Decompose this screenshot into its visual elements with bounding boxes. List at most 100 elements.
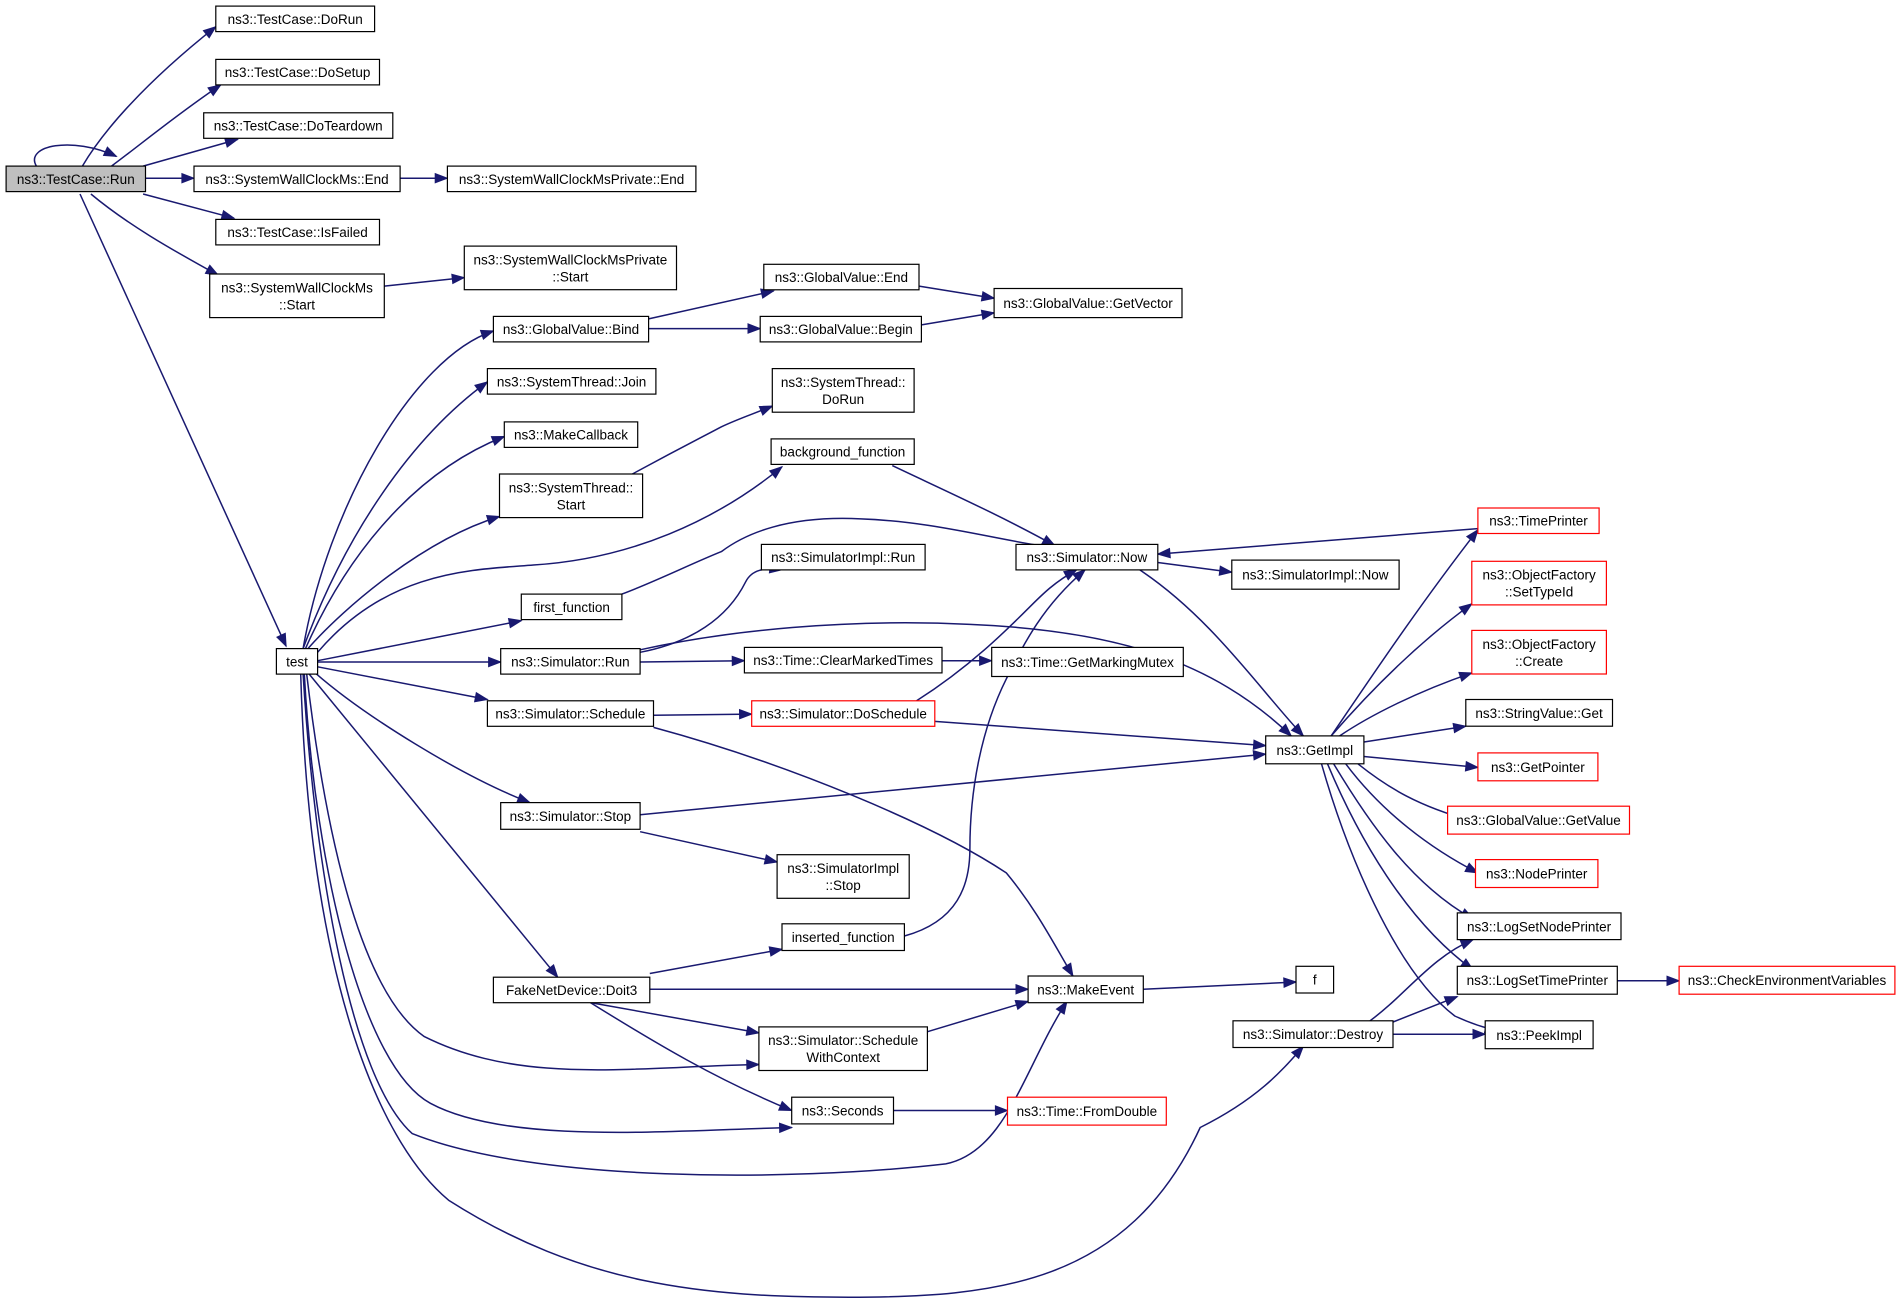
node-box[interactable]: [1484, 1020, 1594, 1050]
node-simimplnow[interactable]: ns3::SimulatorImpl::Now: [1231, 559, 1400, 590]
node-doteardown[interactable]: ns3::TestCase::DoTeardown: [203, 112, 394, 139]
node-peekimpl[interactable]: ns3::PeekImpl: [1484, 1020, 1594, 1050]
node-dosetup[interactable]: ns3::TestCase::DoSetup: [215, 58, 381, 86]
node-box[interactable]: [1027, 975, 1144, 1004]
node-ststart[interactable]: ns3::SystemThread::Start: [498, 473, 644, 519]
node-box[interactable]: [770, 438, 915, 465]
node-gvbind[interactable]: ns3::GlobalValue::Bind: [492, 315, 650, 343]
node-box[interactable]: [1465, 698, 1614, 727]
node-box[interactable]: [1471, 629, 1608, 675]
node-swcpstart[interactable]: ns3::SystemWallClockMsPrivate::Start: [463, 245, 678, 291]
node-box[interactable]: [1265, 735, 1365, 765]
node-box[interactable]: [743, 646, 943, 674]
node-ofcreate[interactable]: ns3::ObjectFactory::Create: [1471, 629, 1608, 675]
node-box[interactable]: [781, 923, 906, 952]
node-logsettime[interactable]: ns3::LogSetTimePrinter: [1456, 965, 1618, 995]
node-gvgetvector[interactable]: ns3::GlobalValue::GetVector: [993, 287, 1183, 319]
node-getmarkingmutex[interactable]: ns3::Time::GetMarkingMutex: [991, 646, 1184, 678]
node-box[interactable]: [463, 245, 678, 291]
node-getpointer[interactable]: ns3::GetPointer: [1477, 752, 1599, 782]
node-fromdouble[interactable]: ns3::Time::FromDouble: [1006, 1096, 1167, 1126]
node-box[interactable]: [763, 263, 920, 291]
node-box[interactable]: [791, 1096, 895, 1125]
node-test[interactable]: test: [275, 647, 319, 675]
node-box[interactable]: [498, 473, 644, 519]
node-box[interactable]: [1456, 912, 1622, 941]
node-box[interactable]: [776, 854, 910, 899]
node-doschedule[interactable]: ns3::Simulator::DoSchedule: [751, 700, 936, 727]
node-dorun[interactable]: ns3::TestCase::DoRun: [215, 5, 376, 33]
node-background[interactable]: background_function: [770, 438, 915, 465]
node-box[interactable]: [1474, 858, 1599, 889]
node-gvbegin[interactable]: ns3::GlobalValue::Begin: [759, 315, 923, 343]
node-box[interactable]: [1446, 805, 1631, 835]
node-box[interactable]: [1015, 543, 1159, 571]
node-simnow[interactable]: ns3::Simulator::Now: [1015, 543, 1159, 571]
node-simimplrun[interactable]: ns3::SimulatorImpl::Run: [760, 543, 926, 571]
node-box[interactable]: [446, 165, 697, 193]
node-nodeprinter[interactable]: ns3::NodePrinter: [1474, 858, 1599, 889]
node-logsetnode[interactable]: ns3::LogSetNodePrinter: [1456, 912, 1622, 941]
node-getimpl[interactable]: ns3::GetImpl: [1265, 735, 1365, 765]
node-box[interactable]: [1295, 965, 1335, 994]
node-box[interactable]: [486, 700, 655, 727]
node-box[interactable]: [209, 273, 385, 319]
node-swcend[interactable]: ns3::SystemWallClockMs::End: [193, 165, 401, 193]
node-box[interactable]: [492, 976, 651, 1004]
node-box[interactable]: [1477, 507, 1600, 535]
node-box[interactable]: [486, 368, 657, 395]
node-clearmarked[interactable]: ns3::Time::ClearMarkedTimes: [743, 646, 943, 674]
node-stdorun[interactable]: ns3::SystemThread::DoRun: [771, 368, 915, 413]
node-ofsettypeid[interactable]: ns3::ObjectFactory::SetTypeId: [1471, 560, 1608, 606]
node-first[interactable]: first_function: [520, 593, 623, 621]
node-box[interactable]: [760, 543, 926, 571]
node-f[interactable]: f: [1295, 965, 1335, 994]
node-isfailed[interactable]: ns3::TestCase::IsFailed: [215, 218, 381, 246]
node-box[interactable]: [5, 165, 147, 193]
node-run[interactable]: ns3::TestCase::Run: [5, 165, 147, 193]
node-box[interactable]: [993, 287, 1183, 319]
node-box[interactable]: [500, 801, 641, 830]
node-swcstart[interactable]: ns3::SystemWallClockMs::Start: [209, 273, 385, 319]
node-box[interactable]: [759, 315, 923, 343]
node-box[interactable]: [1456, 965, 1618, 995]
node-box[interactable]: [771, 368, 915, 413]
node-makeevent[interactable]: ns3::MakeEvent: [1027, 975, 1144, 1004]
node-seconds[interactable]: ns3::Seconds: [791, 1096, 895, 1125]
node-box[interactable]: [500, 647, 641, 675]
node-box[interactable]: [215, 5, 376, 33]
node-inserted[interactable]: inserted_function: [781, 923, 906, 952]
node-svget[interactable]: ns3::StringValue::Get: [1465, 698, 1614, 727]
node-box[interactable]: [758, 1026, 929, 1072]
node-box[interactable]: [492, 315, 650, 343]
node-simdestroy[interactable]: ns3::Simulator::Destroy: [1232, 1020, 1394, 1049]
node-timeprinter[interactable]: ns3::TimePrinter: [1477, 507, 1600, 535]
node-swcpend[interactable]: ns3::SystemWallClockMsPrivate::End: [446, 165, 697, 193]
node-simimplstop[interactable]: ns3::SimulatorImpl::Stop: [776, 854, 910, 899]
node-box[interactable]: [1678, 965, 1896, 995]
node-doit3[interactable]: FakeNetDevice::Doit3: [492, 976, 651, 1004]
node-box[interactable]: [1471, 560, 1608, 606]
node-checkenv[interactable]: ns3::CheckEnvironmentVariables: [1678, 965, 1896, 995]
node-simstop[interactable]: ns3::Simulator::Stop: [500, 801, 641, 830]
node-box[interactable]: [275, 647, 319, 675]
node-box[interactable]: [215, 218, 381, 246]
node-box[interactable]: [1477, 752, 1599, 782]
node-box[interactable]: [991, 646, 1184, 678]
node-box[interactable]: [1231, 559, 1400, 590]
node-box[interactable]: [203, 112, 394, 139]
node-box[interactable]: [520, 593, 623, 621]
node-box[interactable]: [215, 58, 381, 86]
node-box[interactable]: [1232, 1020, 1394, 1049]
node-simschedule[interactable]: ns3::Simulator::Schedule: [486, 700, 655, 727]
node-box[interactable]: [193, 165, 401, 193]
node-gvgetvalue[interactable]: ns3::GlobalValue::GetValue: [1446, 805, 1631, 835]
node-box[interactable]: [503, 421, 639, 448]
node-makecallback[interactable]: ns3::MakeCallback: [503, 421, 639, 448]
node-stjoin[interactable]: ns3::SystemThread::Join: [486, 368, 657, 395]
node-simrun[interactable]: ns3::Simulator::Run: [500, 647, 641, 675]
node-box[interactable]: [751, 700, 936, 727]
node-box[interactable]: [1006, 1096, 1167, 1126]
node-gvend[interactable]: ns3::GlobalValue::End: [763, 263, 920, 291]
